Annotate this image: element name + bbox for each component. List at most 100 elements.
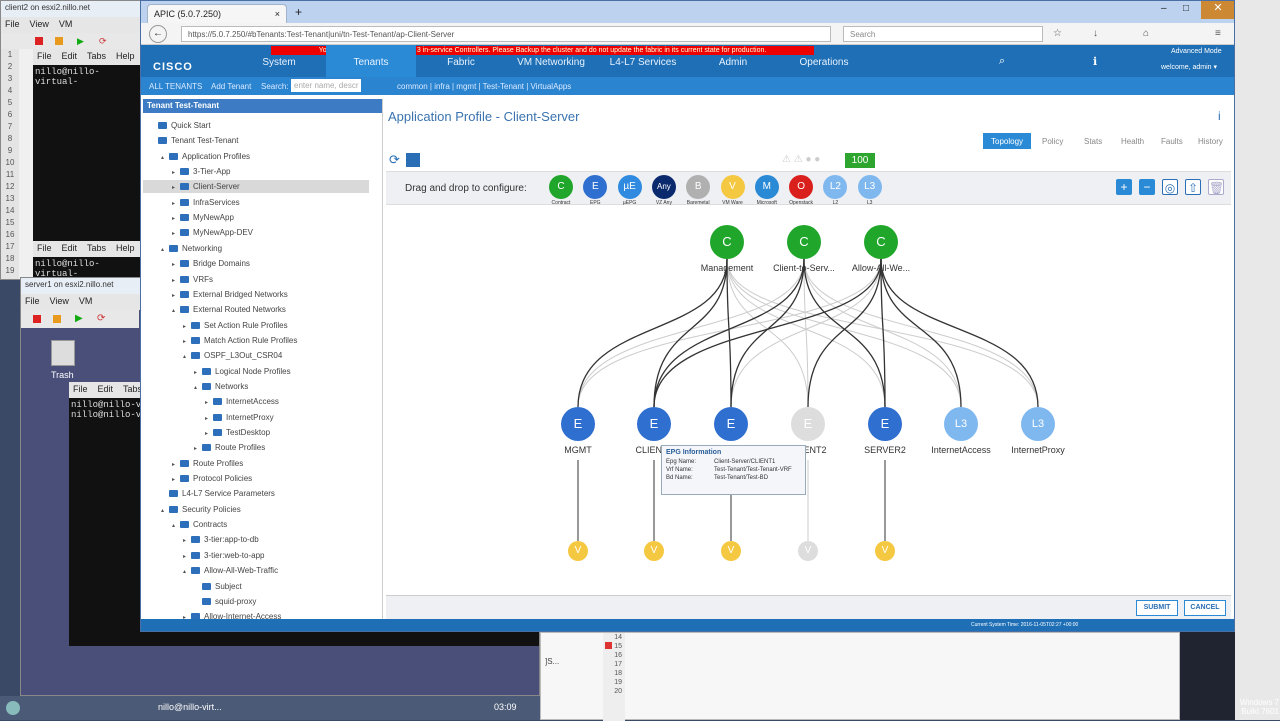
- expand-arrow-icon[interactable]: ▸: [172, 477, 176, 484]
- vmware-domain-node[interactable]: V: [721, 541, 741, 561]
- tree-item[interactable]: ▸3-Tier-App: [143, 165, 369, 178]
- refresh-icon[interactable]: ⟳: [99, 36, 107, 46]
- url-bar[interactable]: https://5.0.7.250/#bTenants:Test-Tenant|…: [181, 26, 831, 42]
- tree-item[interactable]: Quick Start: [143, 119, 369, 132]
- all-tenants-link[interactable]: ALL TENANTS: [149, 82, 203, 91]
- refresh-icon[interactable]: ⟳: [389, 152, 400, 167]
- close-tab-icon[interactable]: ×: [274, 9, 280, 19]
- menu-icon[interactable]: ≡: [1215, 28, 1221, 39]
- tree-item[interactable]: ▴Allow-All-Web-Traffic: [143, 564, 369, 577]
- vmware-domain-node[interactable]: V: [644, 541, 664, 561]
- tree-item[interactable]: ▴Contracts: [143, 518, 369, 531]
- trash-icon[interactable]: 🗑: [1208, 179, 1225, 195]
- minimize-icon[interactable]: –: [1161, 3, 1167, 14]
- tenant-links[interactable]: common | infra | mgmt | Test-Tenant | Vi…: [397, 82, 572, 91]
- home-icon[interactable]: ⌂: [1143, 28, 1150, 39]
- back-icon[interactable]: ←: [149, 25, 167, 43]
- fit-icon[interactable]: ◎: [1162, 179, 1178, 195]
- tab-policy[interactable]: Policy: [1042, 137, 1064, 146]
- tree-item[interactable]: ▸Set Action Rule Profiles: [143, 319, 369, 332]
- tree-item[interactable]: ▸InfraServices: [143, 196, 369, 209]
- tree-item[interactable]: ▸VRFs: [143, 273, 369, 286]
- expand-arrow-icon[interactable]: ▴: [172, 523, 176, 530]
- expand-arrow-icon[interactable]: ▴: [194, 384, 198, 391]
- export-icon[interactable]: ⇧: [1185, 179, 1201, 195]
- tree-item[interactable]: ▸TestDesktop: [143, 426, 369, 439]
- tree-item[interactable]: ▸Bridge Domains: [143, 257, 369, 270]
- expand-arrow-icon[interactable]: ▸: [183, 323, 187, 330]
- maximize-icon[interactable]: □: [1183, 3, 1190, 14]
- tree-item[interactable]: Tenant Test-Tenant: [143, 134, 369, 147]
- menu-tenants[interactable]: Tenants: [326, 45, 416, 77]
- tree-item[interactable]: ▴Security Policies: [143, 503, 369, 516]
- play-icon[interactable]: ▶: [75, 313, 83, 324]
- tree-item[interactable]: Subject: [143, 580, 369, 593]
- start-icon[interactable]: [6, 701, 20, 715]
- tenant-search-input[interactable]: enter name, descr: [291, 79, 361, 92]
- browser-tab[interactable]: APIC (5.0.7.250)×: [147, 4, 287, 23]
- menu-admin[interactable]: Admin: [718, 57, 748, 68]
- welcome-label[interactable]: welcome, admin ▾: [1161, 64, 1218, 71]
- tree-item[interactable]: ▴OSPF_L3Out_CSR04: [143, 349, 369, 362]
- expand-arrow-icon[interactable]: ▸: [205, 400, 209, 407]
- refresh-icon[interactable]: ⟳: [97, 313, 106, 324]
- submit-button[interactable]: SUBMIT: [1136, 600, 1178, 616]
- expand-arrow-icon[interactable]: ▴: [183, 354, 187, 361]
- expand-arrow-icon[interactable]: ▴: [161, 246, 165, 253]
- zoom-out-icon[interactable]: −: [1139, 179, 1155, 195]
- expand-arrow-icon[interactable]: ▸: [172, 277, 176, 284]
- epg-node[interactable]: E: [714, 407, 748, 441]
- new-tab-icon[interactable]: +: [295, 5, 303, 19]
- zoom-in-icon[interactable]: +: [1116, 179, 1132, 195]
- expand-arrow-icon[interactable]: ▸: [183, 615, 187, 619]
- tree-item[interactable]: squid-proxy: [143, 595, 369, 608]
- expand-arrow-icon[interactable]: ▸: [172, 216, 176, 223]
- tree-item[interactable]: ▴Networking: [143, 242, 369, 255]
- expand-arrow-icon[interactable]: ▸: [172, 262, 176, 269]
- expand-arrow-icon[interactable]: ▴: [172, 308, 176, 315]
- taskbar-item[interactable]: nillo@nillo-virt...: [158, 702, 222, 712]
- expand-arrow-icon[interactable]: ▸: [194, 446, 198, 453]
- close-window-icon[interactable]: ✕: [1201, 1, 1234, 19]
- tree-item[interactable]: ▸3-tier:web-to-app: [143, 549, 369, 562]
- epg-node[interactable]: E: [561, 407, 595, 441]
- tree-item[interactable]: ▴Application Profiles: [143, 150, 369, 163]
- menu-fabric[interactable]: Fabric: [447, 57, 475, 68]
- tree-item[interactable]: ▸Route Profiles: [143, 457, 369, 470]
- tree-item[interactable]: ▸Client-Server: [143, 180, 369, 194]
- info-icon[interactable]: ℹ: [1093, 56, 1098, 68]
- expand-arrow-icon[interactable]: ▸: [194, 369, 198, 376]
- expand-arrow-icon[interactable]: ▸: [205, 431, 209, 437]
- epg-node[interactable]: E: [637, 407, 671, 441]
- tree-item[interactable]: ▴External Routed Networks: [143, 303, 369, 316]
- expand-arrow-icon[interactable]: ▸: [172, 200, 176, 207]
- expand-arrow-icon[interactable]: ▸: [183, 553, 187, 560]
- pause-icon[interactable]: [53, 315, 61, 323]
- tab-stats[interactable]: Stats: [1084, 137, 1103, 146]
- expand-arrow-icon[interactable]: ▴: [161, 507, 165, 514]
- tab-history[interactable]: History: [1198, 137, 1223, 146]
- tree-item[interactable]: ▸MyNewApp-DEV: [143, 226, 369, 239]
- l3out-node[interactable]: L3: [1021, 407, 1055, 441]
- epg-node[interactable]: E: [791, 407, 825, 441]
- menu-operations[interactable]: Operations: [799, 57, 849, 68]
- tree-item[interactable]: ▸3-tier:app-to-db: [143, 533, 369, 546]
- expand-arrow-icon[interactable]: ▸: [172, 231, 176, 238]
- tree-item[interactable]: ▸Route Profiles: [143, 441, 369, 454]
- menu-l4l7-services[interactable]: L4-L7 Services: [609, 57, 677, 68]
- info-icon[interactable]: i: [1218, 109, 1221, 123]
- pause-icon[interactable]: [55, 37, 63, 45]
- stop-icon[interactable]: [33, 315, 41, 323]
- expand-arrow-icon[interactable]: ▸: [172, 292, 176, 299]
- tab-faults[interactable]: Faults: [1161, 137, 1183, 146]
- expand-arrow-icon[interactable]: ▸: [172, 170, 176, 177]
